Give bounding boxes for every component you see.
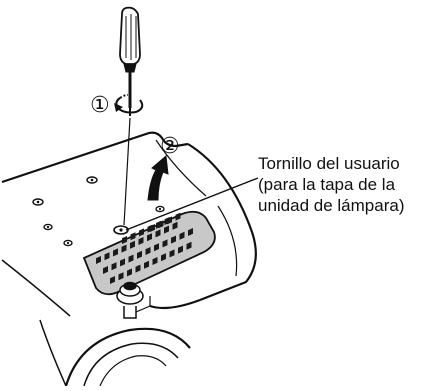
vent-slot bbox=[178, 245, 183, 254]
vent-slot bbox=[127, 268, 132, 277]
callout-line-2: (para la tapa de la bbox=[258, 175, 396, 194]
body-inner-ridge bbox=[155, 139, 207, 197]
user-screw bbox=[113, 225, 129, 235]
vent-slot bbox=[138, 237, 144, 245]
vent-slot bbox=[188, 228, 193, 236]
lens-inner bbox=[99, 355, 167, 387]
vent-slot bbox=[121, 244, 127, 253]
vent-slot bbox=[111, 262, 117, 271]
vent-slot bbox=[147, 233, 152, 242]
projector-body bbox=[1, 131, 257, 387]
screwdriver-guide-line bbox=[123, 117, 131, 226]
vent-slot bbox=[162, 239, 168, 248]
vent-slot bbox=[150, 224, 155, 232]
step-1-marker: ① bbox=[90, 93, 110, 118]
vent-slot bbox=[103, 266, 108, 274]
vent-slot bbox=[167, 216, 172, 225]
vent-slot bbox=[171, 235, 176, 244]
body-right-edge bbox=[187, 143, 257, 302]
vent-slot bbox=[175, 212, 181, 221]
vent-slot bbox=[113, 248, 118, 257]
vent-slot bbox=[130, 232, 136, 241]
body-base-line bbox=[1, 259, 71, 317]
counterclockwise-rotation-arrow-icon bbox=[114, 94, 144, 114]
body-inner-contour bbox=[217, 205, 238, 277]
vent-slot bbox=[137, 250, 142, 259]
body-top-bump bbox=[133, 131, 189, 148]
vent-slot bbox=[139, 228, 144, 237]
vent-slot bbox=[172, 221, 178, 230]
vent-slot bbox=[155, 229, 161, 238]
vent-slot bbox=[145, 247, 151, 255]
lens-outer bbox=[64, 327, 191, 387]
screwdriver-icon bbox=[119, 6, 141, 116]
callout-line-1: Tornillo del usuario bbox=[258, 154, 400, 173]
callout-leader-line bbox=[125, 177, 259, 231]
user-screw-callout: Tornillo del usuario (para la tapa de la… bbox=[258, 153, 446, 216]
body-front-edge bbox=[149, 298, 201, 310]
screwdriver-handle bbox=[119, 6, 141, 65]
vent-slot bbox=[128, 254, 134, 263]
vent-slot bbox=[169, 249, 175, 258]
lens-mid bbox=[83, 342, 179, 387]
curved-up-arrow-icon bbox=[147, 155, 169, 201]
vent-slot bbox=[120, 258, 125, 267]
vent-slot bbox=[164, 225, 169, 234]
cover-vent-grid bbox=[96, 212, 193, 284]
lens-side-left bbox=[39, 319, 67, 387]
vent-slot bbox=[122, 236, 127, 244]
callout-line-3: unidad de lámpara) bbox=[258, 196, 405, 215]
vent-slot bbox=[110, 276, 115, 284]
vent-slot bbox=[144, 260, 149, 269]
vent-slot bbox=[104, 252, 110, 261]
vent-slot bbox=[96, 256, 101, 264]
step-2-marker: ② bbox=[160, 134, 180, 159]
vent-slot bbox=[179, 231, 185, 240]
vent-slot bbox=[154, 243, 159, 252]
vent-slot bbox=[161, 253, 166, 262]
vent-slot bbox=[130, 240, 135, 249]
adjustment-foot bbox=[116, 281, 151, 319]
vent-slot bbox=[186, 241, 192, 250]
vent-slot bbox=[135, 264, 141, 273]
vent-slot bbox=[158, 220, 164, 229]
vent-slot bbox=[118, 272, 124, 281]
lamp-unit-cover bbox=[82, 210, 216, 296]
body-top-edge-left bbox=[1, 136, 135, 184]
vent-slot bbox=[152, 257, 158, 265]
